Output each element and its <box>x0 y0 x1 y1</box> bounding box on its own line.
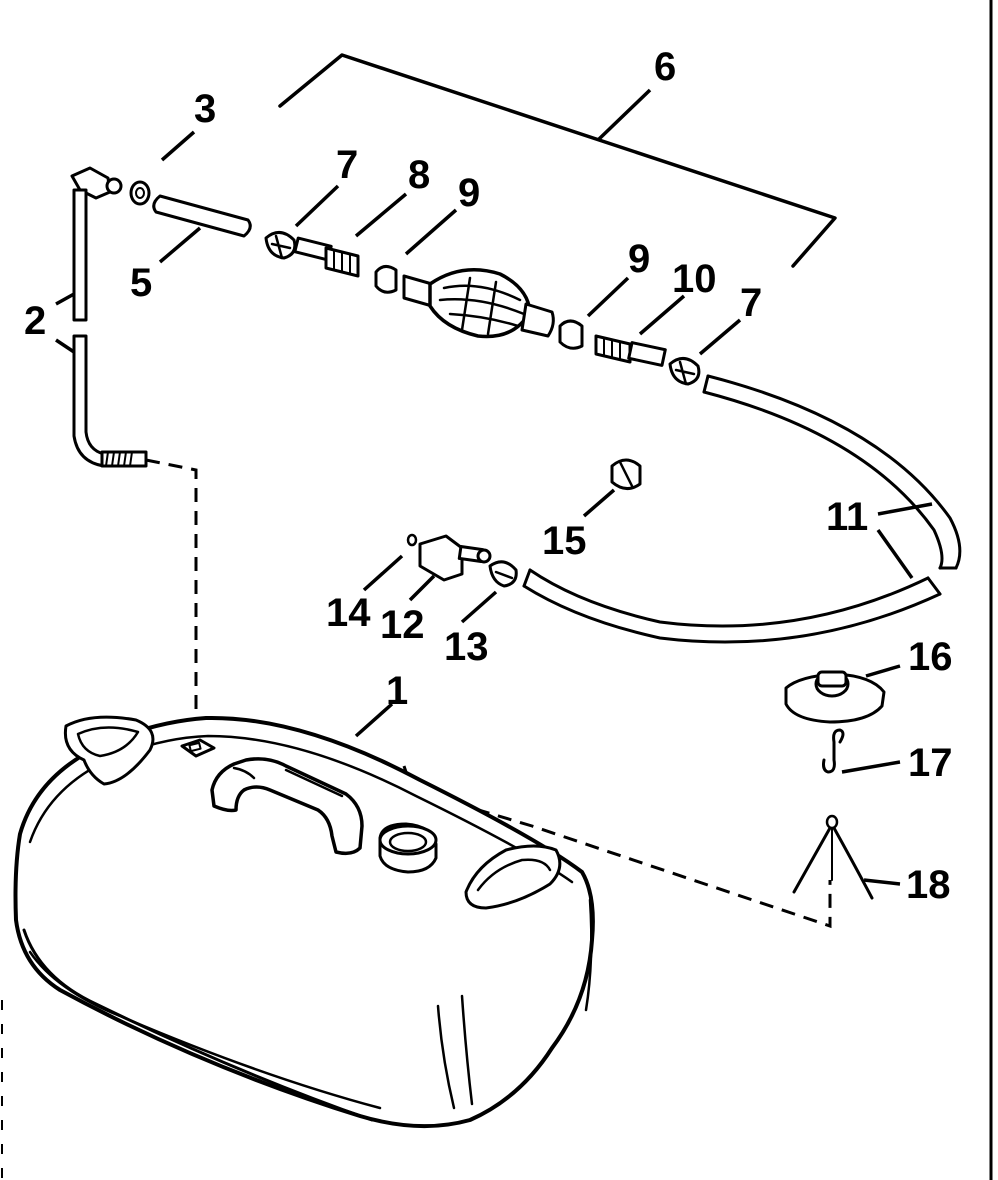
short-hose-5 <box>152 194 252 238</box>
callout-10: 10 <box>672 257 717 301</box>
callout-7-right: 7 <box>740 281 762 325</box>
leader-7b <box>698 318 742 356</box>
leader-13 <box>460 590 498 624</box>
leader-11a <box>877 502 933 516</box>
connector-10 <box>594 334 667 367</box>
leader-2b <box>55 338 75 354</box>
fuel-connector-12 <box>418 534 492 582</box>
primer-bulb <box>402 268 555 339</box>
filler-cap-16 <box>784 670 886 724</box>
clamp-9-left <box>374 265 398 294</box>
leader-17 <box>841 760 901 774</box>
clamp-13 <box>488 560 518 588</box>
clamp-9-right <box>558 319 584 350</box>
leader-16 <box>865 664 901 678</box>
leader-3 <box>160 130 196 162</box>
leader-8 <box>354 192 408 238</box>
leader-1 <box>354 702 394 738</box>
leader-10 <box>638 294 686 336</box>
callout-17: 17 <box>908 741 953 785</box>
pickup-tube <box>70 166 148 468</box>
fuel-tank-1 <box>13 715 595 1129</box>
leader-9a <box>404 208 458 256</box>
leader-14 <box>362 554 404 592</box>
callout-8: 8 <box>408 153 430 197</box>
connector-8 <box>293 236 360 278</box>
leader-7a <box>294 184 340 228</box>
pickup-dashed-guide <box>145 458 198 738</box>
callout-16: 16 <box>908 635 953 679</box>
leader-18 <box>863 878 901 886</box>
clip-3 <box>129 180 151 206</box>
callout-5: 5 <box>130 261 152 305</box>
leader-2a <box>55 292 75 306</box>
leader-5 <box>158 226 202 264</box>
callout-7-left: 7 <box>336 143 358 187</box>
hose-assembly-bracket <box>278 53 837 268</box>
leader-12 <box>408 574 436 602</box>
retainer-18 <box>792 814 874 900</box>
callout-12: 12 <box>380 603 425 647</box>
callout-9-left: 9 <box>458 171 480 215</box>
leader-15 <box>582 488 616 518</box>
o-ring-14 <box>406 533 418 547</box>
clamp-7-right <box>668 357 701 386</box>
clamp-15 <box>610 458 642 490</box>
callout-13: 13 <box>444 625 489 669</box>
s-hook-17 <box>822 728 845 774</box>
callout-6: 6 <box>654 45 676 89</box>
callout-9-right: 9 <box>628 237 650 281</box>
callout-15: 15 <box>542 519 587 563</box>
callout-14: 14 <box>326 591 371 635</box>
callout-2: 2 <box>24 299 46 343</box>
callout-3: 3 <box>194 87 216 131</box>
filler-dashed-guide <box>402 765 832 929</box>
leader-9b <box>586 276 630 318</box>
callout-11: 11 <box>826 495 868 539</box>
leader-11b <box>876 528 914 580</box>
clamp-7-left <box>264 231 297 260</box>
fuel-hose-11 <box>522 374 962 644</box>
callout-1: 1 <box>386 669 408 713</box>
callout-18: 18 <box>906 863 951 907</box>
